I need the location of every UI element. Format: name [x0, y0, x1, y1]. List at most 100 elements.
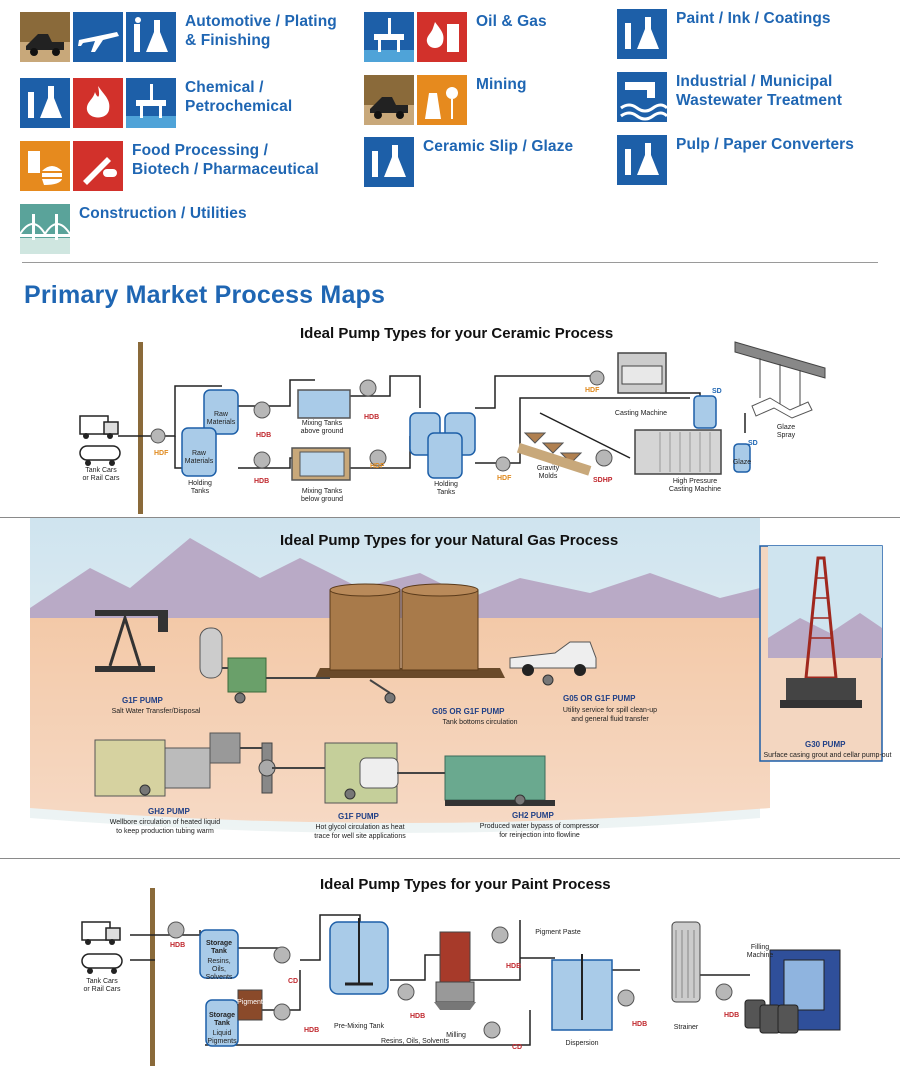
water-faucet-icon: [617, 72, 667, 122]
paint-diagram: [81, 888, 841, 1066]
pump-hdb-3: HDB: [364, 414, 380, 421]
paint-tank-cars-label: Tank Cars or Rail Cars: [83, 978, 121, 993]
pigment-paste-label: Pigment Paste: [535, 929, 581, 936]
ceramic-process-panel: Ideal Pump Types for your Ceramic Proces…: [0, 318, 900, 516]
raw-materials-label-2: Raw Materials: [184, 450, 214, 465]
market-oil-gas[interactable]: Oil & Gas: [364, 12, 547, 62]
gas-scene: [0, 518, 900, 858]
chemistry-flask-icon: [364, 137, 414, 187]
gas-title: Ideal Pump Types for your Natural Gas Pr…: [280, 532, 619, 549]
filling-machine-label: Filling Machine: [746, 944, 774, 959]
glaze-label: Glaze: [732, 459, 752, 466]
pigment-label: Pigment: [237, 999, 263, 1006]
market-food[interactable]: Food Processing / Biotech / Pharmaceutic…: [20, 141, 319, 191]
ceramic-diagram: [79, 341, 826, 514]
market-paint-label: Paint / Ink / Coatings: [676, 10, 831, 27]
casting-machine-label: Casting Machine: [614, 410, 668, 417]
gas-desc-g1f-1: Salt Water Transfer/Disposal: [111, 708, 201, 715]
market-oil-gas-label: Oil & Gas: [476, 13, 547, 30]
gas-desc-g05-1: Tank bottoms circulation: [442, 719, 518, 726]
gravity-molds-label: Gravity Molds: [536, 465, 560, 480]
airplane-icon: [73, 12, 123, 62]
market-chemical-label: Chemical / Petrochemical: [185, 79, 293, 115]
pump-hdf-2: HDF: [370, 463, 385, 470]
paint-pump-hdb-6: HDB: [724, 1012, 740, 1019]
gas-pump-g1f-2: G1F PUMP: [338, 812, 379, 821]
market-food-label: Food Processing / Biotech / Pharmaceutic…: [132, 142, 319, 178]
pump-hdf-3: HDF: [497, 475, 512, 482]
paint-pump-cd-2: CD: [512, 1044, 523, 1051]
paint-process-panel: Ideal Pump Types for your Paint Process: [0, 860, 900, 1067]
resins-line-label: Resins, Oils, Solvents: [380, 1038, 450, 1045]
section-divider: [22, 262, 878, 263]
market-pulp[interactable]: Pulp / Paper Converters: [617, 135, 854, 185]
storage-tank-1-sub: Resins, Oils, Solvents: [205, 958, 233, 981]
gas-desc-g05-2: Utility service for spill clean-up and g…: [562, 707, 658, 723]
gas-pump-gh2-2: GH2 PUMP: [512, 811, 554, 820]
hp-casting-label: High Pressure Casting Machine: [668, 478, 722, 493]
market-wastewater-label: Industrial / Municipal Wastewater Treatm…: [676, 73, 842, 109]
storage-tank-2-sub: Liquid Pigments: [207, 1030, 237, 1045]
market-chemical[interactable]: Chemical / Petrochemical: [20, 78, 292, 128]
paint-pump-hdb-2: HDB: [304, 1027, 320, 1034]
mixing-above-label: Mixing Tanks above ground: [300, 420, 344, 435]
fire-icon: [73, 78, 123, 128]
market-mining[interactable]: Mining: [364, 75, 527, 125]
oil-platform-icon: [126, 78, 176, 128]
pump-sd-2: SD: [748, 440, 758, 447]
tank-cars-label: Tank Cars or Rail Cars: [82, 467, 120, 482]
paint-pump-hdb-3: HDB: [410, 1013, 426, 1020]
pump-hdb-1: HDB: [256, 432, 272, 439]
storage-tank-1-label: Storage Tank: [205, 940, 233, 955]
pump-hdf-4: HDF: [585, 387, 600, 394]
gas-desc-gh2-1: Wellbore circulation of heated liquid to…: [109, 819, 221, 835]
gas-pump-gh2-1: GH2 PUMP: [148, 807, 190, 816]
market-construction[interactable]: Construction / Utilities: [20, 204, 247, 254]
fuel-pump-fire-icon: [417, 12, 467, 62]
market-wastewater[interactable]: Industrial / Municipal Wastewater Treatm…: [617, 72, 842, 122]
ceramic-title: Ideal Pump Types for your Ceramic Proces…: [300, 325, 614, 342]
section-title: Primary Market Process Maps: [24, 281, 386, 309]
strainer-label: Strainer: [673, 1024, 699, 1031]
chemistry-flask-icon: [126, 12, 176, 62]
market-ceramic-label: Ceramic Slip / Glaze: [423, 138, 574, 155]
paint-pump-hdb-1: HDB: [170, 942, 186, 949]
gas-process-panel: Ideal Pump Types for your Natural Gas Pr…: [0, 518, 900, 858]
market-automotive[interactable]: Automotive / Plating & Finishing: [20, 12, 337, 62]
market-ceramic[interactable]: Ceramic Slip / Glaze: [364, 137, 573, 187]
milling-label: Milling: [446, 1032, 466, 1039]
glaze-spray-label: Glaze Spray: [776, 424, 796, 439]
market-mining-label: Mining: [476, 76, 527, 93]
gas-desc-g30: Surface casing grout and cellar pump-out: [763, 752, 892, 759]
fast-food-icon: [20, 141, 70, 191]
mining-truck-icon: [364, 75, 414, 125]
chemistry-flask-icon: [20, 78, 70, 128]
gas-desc-gh2-2: Produced water bypass of compressor for …: [479, 823, 600, 839]
paint-pump-hdb-5: HDB: [632, 1021, 648, 1028]
chemistry-flask-icon: [617, 135, 667, 185]
paint-pump-hdb-4: HDB: [506, 963, 522, 970]
pump-hdf-1: HDF: [154, 450, 169, 457]
gas-desc-g1f-2: Hot glycol circulation as heat trace for…: [314, 824, 406, 840]
raw-materials-label-1: Raw Materials: [206, 411, 236, 426]
gas-pump-g05-1: G05 OR G1F PUMP: [432, 707, 505, 716]
mining-truck-icon: [20, 12, 70, 62]
market-automotive-label: Automotive / Plating & Finishing: [185, 13, 337, 49]
paint-title: Ideal Pump Types for your Paint Process: [320, 876, 611, 893]
holding-tanks-label-1: Holding Tanks: [188, 480, 212, 495]
gas-pump-g05-2: G05 OR G1F PUMP: [563, 694, 636, 703]
mixing-below-label: Mixing Tanks below ground: [300, 488, 344, 503]
bridge-icon: [20, 204, 70, 254]
paint-pump-cd-1: CD: [288, 978, 299, 985]
power-plant-icon: [417, 75, 467, 125]
storage-tank-2-label: Storage Tank: [208, 1012, 236, 1027]
panel-separator: [0, 858, 900, 859]
medicine-syringe-icon: [73, 141, 123, 191]
pump-sd-1: SD: [712, 388, 722, 395]
market-paint[interactable]: Paint / Ink / Coatings: [617, 9, 831, 59]
chemistry-flask-icon: [617, 9, 667, 59]
market-pulp-label: Pulp / Paper Converters: [676, 136, 855, 153]
dispersion-label: Dispersion: [565, 1040, 599, 1047]
pre-mixing-label: Pre-Mixing Tank: [333, 1023, 385, 1030]
market-grid: Automotive / Plating & Finishing Chemica…: [0, 0, 900, 262]
